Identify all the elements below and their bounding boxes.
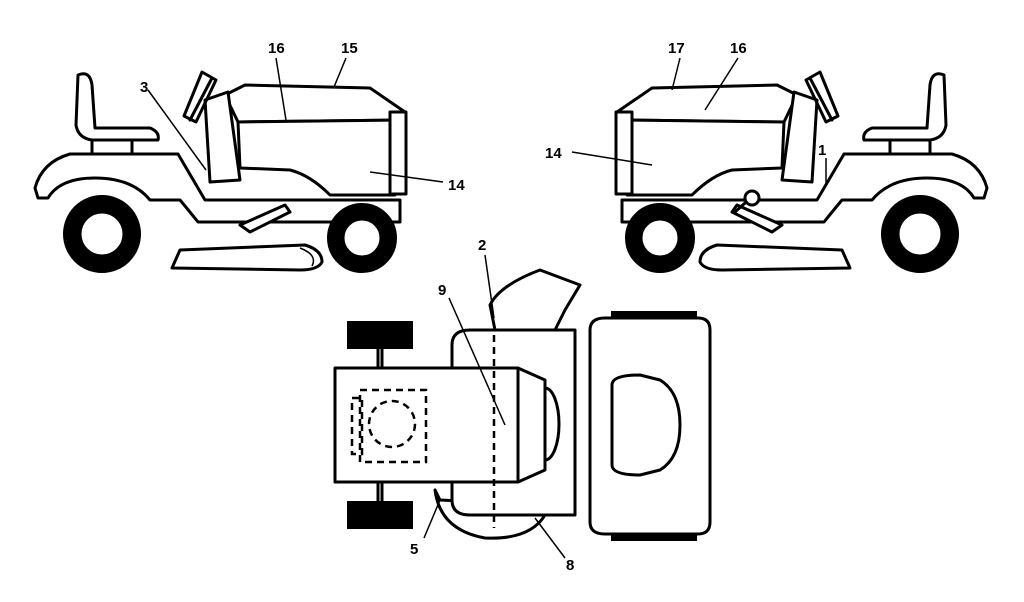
engine-outline bbox=[358, 388, 428, 464]
top-view-tractor: 2 9 5 8 bbox=[333, 237, 712, 574]
callout-2: 2 bbox=[478, 237, 486, 254]
mower-deck bbox=[170, 243, 324, 272]
hood-top bbox=[333, 366, 547, 484]
callout-3: 3 bbox=[140, 79, 148, 96]
callout-16-left: 16 bbox=[268, 40, 285, 57]
callout-14-left: 14 bbox=[448, 177, 465, 194]
callout-16-right: 16 bbox=[730, 40, 747, 57]
left-side-view-tractor: 16 15 3 14 bbox=[33, 40, 465, 273]
rear-fender bbox=[33, 152, 402, 224]
callout-14-right: 14 bbox=[545, 145, 562, 162]
hood bbox=[223, 83, 407, 124]
discharge-chute bbox=[488, 268, 582, 332]
callout-17: 17 bbox=[668, 40, 685, 57]
callout-5: 5 bbox=[410, 541, 418, 558]
callout-15: 15 bbox=[341, 40, 358, 57]
seat bbox=[74, 72, 160, 142]
callout-9: 9 bbox=[438, 282, 446, 299]
right-side-view-tractor: 17 16 14 1 bbox=[545, 40, 989, 273]
seat-top bbox=[610, 373, 682, 477]
front-wheel-top bbox=[347, 321, 413, 349]
callout-8: 8 bbox=[566, 557, 574, 574]
callout-1: 1 bbox=[818, 142, 826, 159]
ignition-key bbox=[743, 189, 761, 207]
